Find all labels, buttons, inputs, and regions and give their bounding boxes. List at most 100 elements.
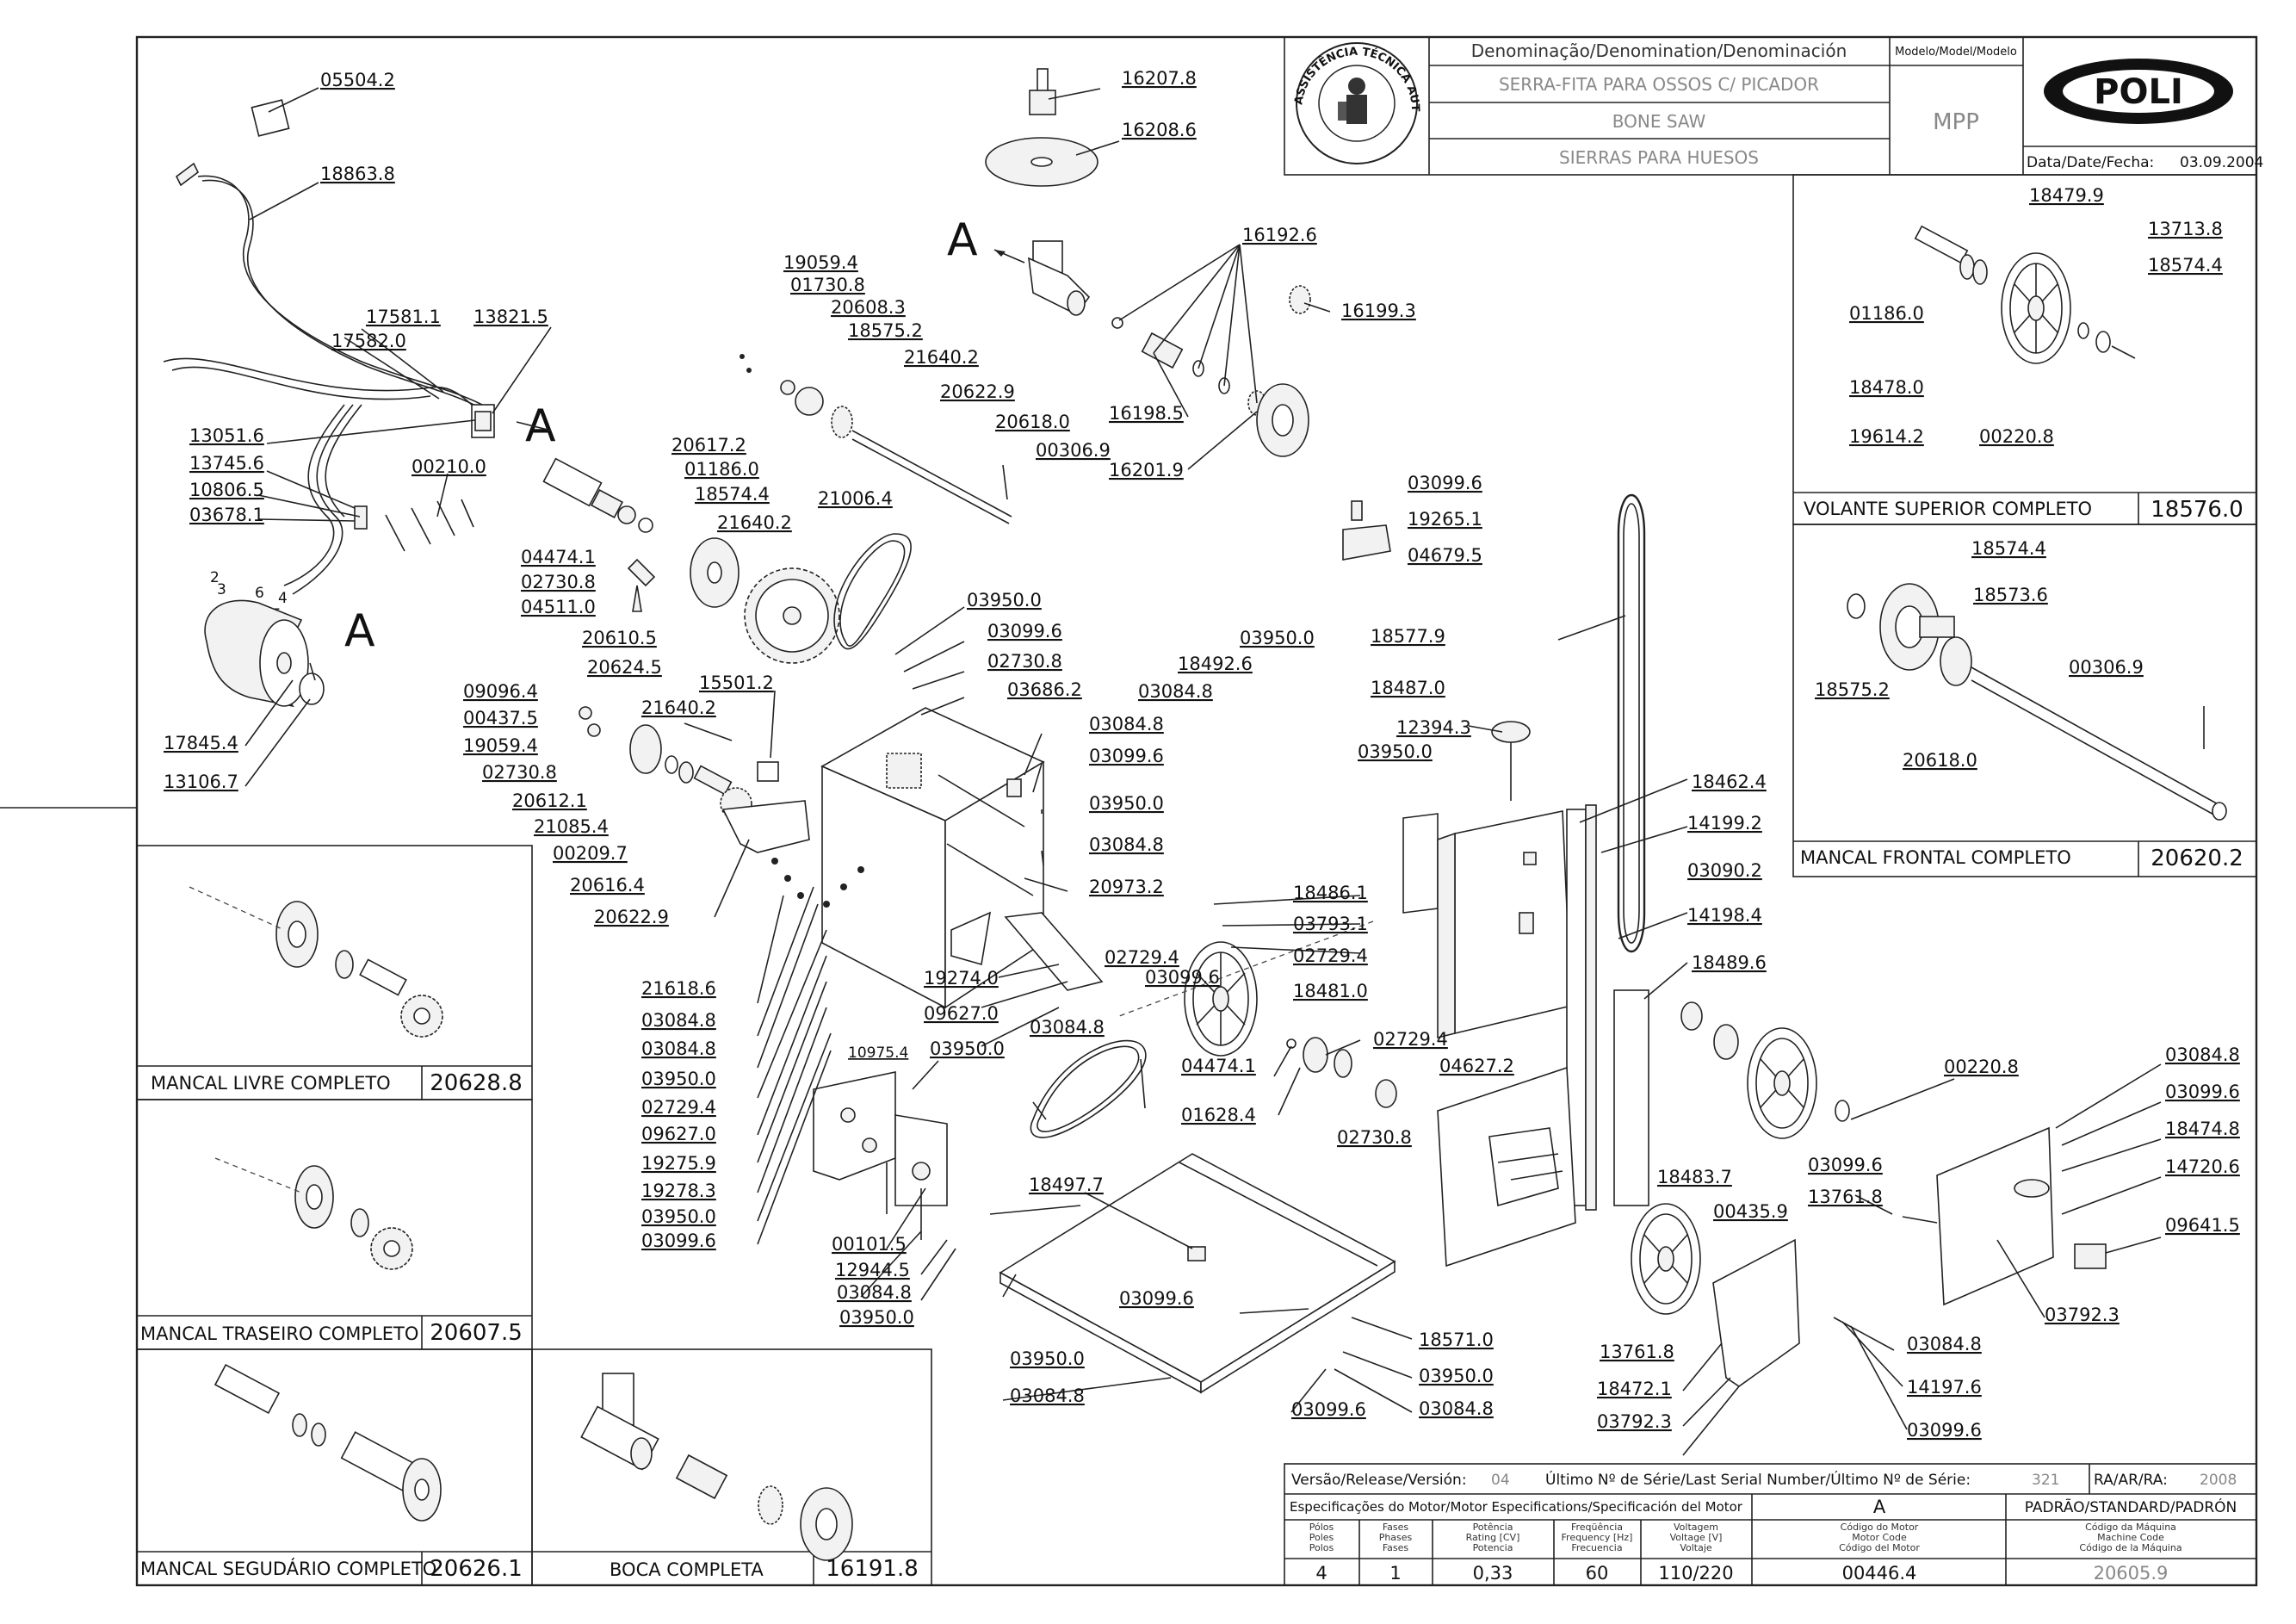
right-upper-flywheel [1747,1027,1817,1139]
part-callout-03084-8c: 03084.8 [1138,681,1213,702]
part-callout-16207-8: 16207.8 [1122,68,1197,89]
motor [204,599,325,708]
part-callout-04679-5: 04679.5 [1408,545,1482,566]
serial-value: 321 [2032,1472,2059,1489]
part-callout-03792-3a: 03792.3 [1597,1411,1672,1432]
part-callout-13761-8a: 13761.8 [1600,1342,1674,1362]
part-callout-03950-0c: 03950.0 [1240,628,1315,648]
svg-text:Freqüência: Freqüência [1571,1522,1623,1533]
part-callout-13745-6: 13745.6 [189,453,264,474]
part-callout-19265-1: 19265.1 [1408,509,1482,530]
part-callout-03099-6g: 03099.6 [1291,1399,1366,1420]
part-callout-00220-8b: 00220.8 [1979,426,2054,447]
part-callout-03090-2: 03090.2 [1687,860,1762,881]
svg-text:Código de la Máquina: Código de la Máquina [2079,1542,2182,1553]
mancal-frontal-code: 20620.2 [2151,846,2243,871]
part-callout-18474-8: 18474.8 [2165,1119,2240,1139]
part-callout-03084-8j: 03084.8 [1907,1334,1982,1354]
part-callout-03084-8k: 03084.8 [2165,1044,2240,1065]
part-callout-02730-8d: 02730.8 [1337,1127,1412,1148]
svg-text:Frequency [Hz]: Frequency [Hz] [1562,1532,1633,1543]
volante-superior-code: 18576.0 [2151,497,2243,523]
part-callout-10975-4: 10975.4 [848,1044,908,1062]
part-callout-15501-2: 15501.2 [699,673,774,693]
service-seal: ASSISTÊNCIA TÉCNICA AUTORIZADA [0,0,1421,164]
part-callout-13761-8b: 13761.8 [1808,1187,1883,1207]
part-callout-18577-9: 18577.9 [1371,626,1445,647]
part-callout-09627-0a: 09627.0 [641,1124,716,1144]
voltage-value: 110/220 [1658,1563,1733,1584]
svg-text:Código del Motor: Código del Motor [1839,1542,1920,1553]
boca-label: BOCA COMPLETA [610,1559,764,1580]
part-callout-03950-0j: 03950.0 [1010,1348,1085,1369]
front-bearing-flange [1879,583,1955,671]
rear-drive-shaft-group [740,354,1012,524]
part-callout-20618-0a: 20618.0 [995,412,1070,432]
part-callout-03084-8h: 03084.8 [1419,1398,1494,1419]
part-callout-16201-9: 16201.9 [1109,460,1184,480]
part-callout-19059-4b: 19059.4 [463,735,538,756]
part-callout-20622-9b: 20622.9 [594,907,669,927]
part-callout-20617-2: 20617.2 [671,435,746,456]
part-callout-03099-6e: 03099.6 [1145,967,1220,988]
part-callout-03678-1: 03678.1 [189,505,264,525]
machine-name-en: BONE SAW [1612,111,1706,132]
part-callout-03950-0i: 03950.0 [1419,1366,1494,1386]
poles-value: 4 [1315,1563,1327,1584]
view-marker-a-top: A [947,214,978,266]
wire-number-3: 3 [217,581,226,598]
part-callout-03950-0f: 03950.0 [641,1206,716,1227]
part-callout-19278-3: 19278.3 [641,1181,716,1201]
part-callout-21640-2c: 21640.2 [641,697,716,718]
machine-code-value: 20605.9 [2094,1563,2169,1584]
grinder-group [985,68,1311,457]
part-callout-03099-6j: 03099.6 [2165,1082,2240,1102]
part-callout-03099-6c: 03099.6 [1408,473,1482,493]
part-callout-20622-9a: 20622.9 [940,381,1015,402]
part-callout-19275-9: 19275.9 [641,1153,716,1174]
part-callout-14199-2: 14199.2 [1687,813,1762,834]
mancal-traseiro-panel: MANCAL TRASEIRO COMPLETO 20607.5 [136,1099,533,1350]
mancal-traseiro-code: 20607.5 [430,1320,523,1346]
svg-text:Machine Code: Machine Code [2097,1532,2164,1543]
denomination-header: Denominação/Denomination/Denominación [1471,40,1847,61]
part-callout-18574-4b: 18574.4 [2148,255,2223,276]
part-callout-20610-5: 20610.5 [582,628,657,648]
view-marker-a-switch: A [525,400,556,452]
wire-number-2: 2 [210,569,220,586]
part-callout-18863-8: 18863.8 [320,164,395,184]
part-callout-03950-0a: 03950.0 [967,590,1042,611]
poli-logo: POLI [2044,59,2233,124]
model-value: MPP [1933,109,1979,135]
part-callout-09096-4: 09096.4 [463,681,538,702]
part-callout-03099-6b: 03099.6 [1089,746,1164,766]
part-callout-21640-2b: 21640.2 [717,512,792,533]
part-callout-01186-0b: 01186.0 [1849,303,1924,324]
part-callout-04474-1b: 04474.1 [1181,1056,1256,1076]
part-callout-00220-8a: 00220.8 [1944,1057,2019,1077]
mancal-frontal-panel: MANCAL FRONTAL COMPLETO 20620.2 [1792,524,2257,877]
part-callout-13106-7: 13106.7 [164,772,238,792]
wire-number-6: 6 [255,585,264,602]
part-callout-03950-0e: 03950.0 [641,1069,716,1089]
part-callout-04627-2: 04627.2 [1439,1056,1514,1076]
mancal-segudario-label: MANCAL SEGUDÁRIO COMPLETO [140,1558,436,1579]
lower-drive-group [579,706,779,820]
saw-column [1402,721,1649,1268]
svg-text:Fases: Fases [1383,1542,1409,1553]
part-callout-21006-4: 21006.4 [818,488,893,509]
part-callout-09641-5: 09641.5 [2165,1215,2240,1236]
voltage-code: A [1873,1497,1886,1517]
part-callout-13821-5: 13821.5 [473,307,548,327]
part-callout-02730-8a: 02730.8 [521,572,596,592]
mancal-frontal-label: MANCAL FRONTAL COMPLETO [1800,847,2071,868]
part-callout-02730-8c: 02730.8 [987,651,1062,672]
svg-text:Frecuencia: Frecuencia [1571,1542,1622,1553]
part-callout-21640-2a: 21640.2 [904,347,979,368]
mancal-livre-label: MANCAL LIVRE COMPLETO [151,1073,391,1094]
part-callout-00101-5: 00101.5 [832,1234,907,1255]
part-callout-18574-4c: 18574.4 [1971,538,2046,559]
boca-code: 16191.8 [826,1556,919,1582]
